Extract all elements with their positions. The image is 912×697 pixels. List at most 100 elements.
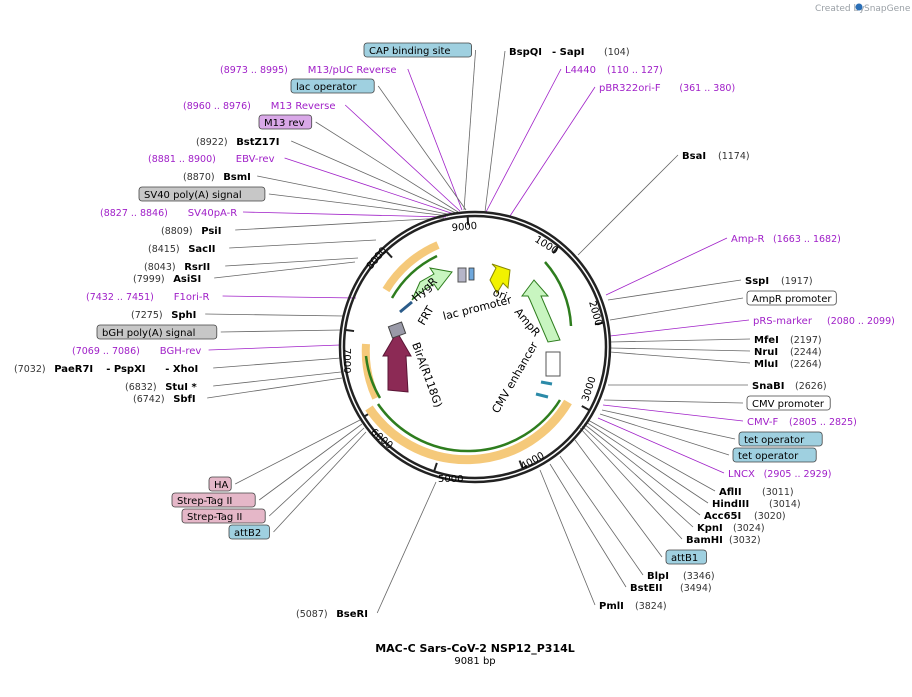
site-name: SphI <box>171 310 196 321</box>
sphi-label: (7275)SphI <box>131 310 196 321</box>
primer-coord: (8881 .. 8900) <box>148 154 216 165</box>
feature-name: AmpR promoter <box>752 294 832 305</box>
leader-line <box>581 425 694 528</box>
primer-name: F1ori-R <box>174 292 210 303</box>
leader-line <box>284 157 455 215</box>
leader-line <box>509 86 596 217</box>
feature-box <box>181 508 266 524</box>
feature-box <box>290 78 375 94</box>
site-coord: (3020) <box>754 511 786 522</box>
green-band-left <box>364 355 382 399</box>
feature-name: attB2 <box>234 528 261 539</box>
ampr-promoter-label: AmpR promoter <box>746 290 837 306</box>
f1ori-r-label: (7432 .. 7451) F1ori-R <box>86 292 210 303</box>
tick-mark <box>581 405 591 412</box>
primer-coord: (7432 .. 7451) <box>86 292 154 303</box>
plasmid-title: MAC-C Sars-CoV-2 NSP12_P314L <box>375 642 575 655</box>
feature-box <box>171 492 256 508</box>
leader-line <box>376 481 437 614</box>
site-coord: (3011) <box>762 487 794 498</box>
site-name: SspI <box>745 276 769 287</box>
feature-name: lac operator <box>296 82 357 93</box>
feature-name: tet operator <box>738 451 799 462</box>
ori-arrow <box>489 263 511 295</box>
cmv-enhancer-box <box>545 351 561 377</box>
bsmi-label: (8870)BsmI <box>183 172 251 183</box>
feature-box <box>96 324 218 340</box>
leader-line <box>601 409 736 440</box>
bgh-polya-signal-label: bGH poly(A) signal <box>96 324 218 340</box>
feature-name: bGH poly(A) signal <box>102 328 195 339</box>
blpi-label: BlpI(3346) <box>647 571 715 582</box>
feature-name: HA <box>214 480 229 491</box>
site-coord: (6832) <box>125 382 157 393</box>
primer-name: LNCX <box>728 469 755 480</box>
site-name: HindIII <box>712 499 749 510</box>
leader-line <box>315 121 459 213</box>
site-name: BamHI <box>686 535 723 546</box>
primer-coord: (1663 .. 1682) <box>773 234 841 245</box>
site-coord: (3032) <box>729 535 761 546</box>
primer-name: M13/pUC Reverse <box>308 65 397 76</box>
site-name: PsiI <box>201 226 221 237</box>
lac-promoter-box <box>457 267 467 283</box>
feature-box <box>138 186 266 202</box>
feature-arcs <box>361 241 573 465</box>
tick-mark <box>518 460 524 470</box>
bspqi-sapi-label: BspQI- SapI(104) <box>509 47 630 58</box>
leader-line <box>222 295 357 299</box>
green-band-bottom <box>376 399 562 453</box>
site-name: SbfI <box>173 394 195 405</box>
mfei-label: MfeI(2197) <box>754 335 822 346</box>
leader-line <box>344 104 461 212</box>
inner-arrows <box>382 263 561 399</box>
lac-operator-label: lac operator <box>290 78 375 94</box>
l4440-label: L4440(110 .. 127) <box>565 65 663 76</box>
leader-line <box>225 257 359 267</box>
stui-label: (6832)StuI * <box>125 382 198 393</box>
bseri-label: (5087) BseRI <box>296 609 368 620</box>
site-name: BsmI <box>223 172 251 183</box>
site-coord: (5087) <box>296 609 328 620</box>
site-coord: (6742) <box>133 394 165 405</box>
leader-line <box>268 193 449 217</box>
feature-box <box>746 395 831 411</box>
bira-label: BirA(R118G) <box>409 341 445 410</box>
bamhi-label: BamHI (3032) <box>686 535 761 546</box>
primer-coord: (361 .. 380) <box>679 83 735 94</box>
acc65i-label: Acc65I(3020) <box>704 511 786 522</box>
ebv-rev-label: (8881 .. 8900)EBV-rev <box>148 154 275 165</box>
paer7i-pspxi-xhoi-label: (7032)PaeR7I- PspXI- XhoI <box>14 364 198 375</box>
prs-marker-label: pRS-marker(2080 .. 2099) <box>753 316 895 327</box>
tick-mark <box>594 321 604 326</box>
site-coord: (2626) <box>795 381 827 392</box>
primer-coord: (2905 .. 2929) <box>764 469 832 480</box>
leader-line <box>605 237 728 296</box>
nrui-label: NruI(2244) <box>754 347 822 358</box>
leader-line <box>609 297 744 321</box>
site-name: SacII <box>188 244 215 255</box>
kpni-label: KpnI(3024) <box>697 523 765 534</box>
site-name: BseRI <box>336 609 368 620</box>
tet-operator-1-label: tet operator <box>738 431 823 447</box>
leader-line <box>602 404 744 422</box>
ha-tag-label: HA <box>208 476 232 492</box>
primer-name: M13 Reverse <box>271 101 336 112</box>
feature-labels: CAP binding site (8973 .. 8995) M13/pUC Re… <box>14 42 895 620</box>
cmv-enhancer-label: CMV enhancer <box>489 339 540 415</box>
tick-label: 5000 <box>438 474 463 485</box>
site-coord: (3024) <box>733 523 765 534</box>
plasmid-length: 9081 bp <box>454 656 495 667</box>
m13-puc-reverse-label: (8973 .. 8995) M13/pUC Reverse <box>220 65 397 76</box>
sbfi-label: (6742) SbfI <box>133 394 196 405</box>
psii-label: (8809)PsiI <box>161 226 221 237</box>
primer-name: BGH-rev <box>160 346 202 357</box>
leader-line <box>549 463 627 588</box>
primer-name: L4440 <box>565 65 596 76</box>
feature-name: CAP binding site <box>369 46 451 57</box>
primer-coord: (8973 .. 8995) <box>220 65 288 76</box>
tick-label: 2000 <box>586 300 604 327</box>
primer-name: pRS-marker <box>753 316 813 327</box>
site-name: PaeR7I <box>54 364 93 375</box>
site-name: SnaBI <box>752 381 784 392</box>
